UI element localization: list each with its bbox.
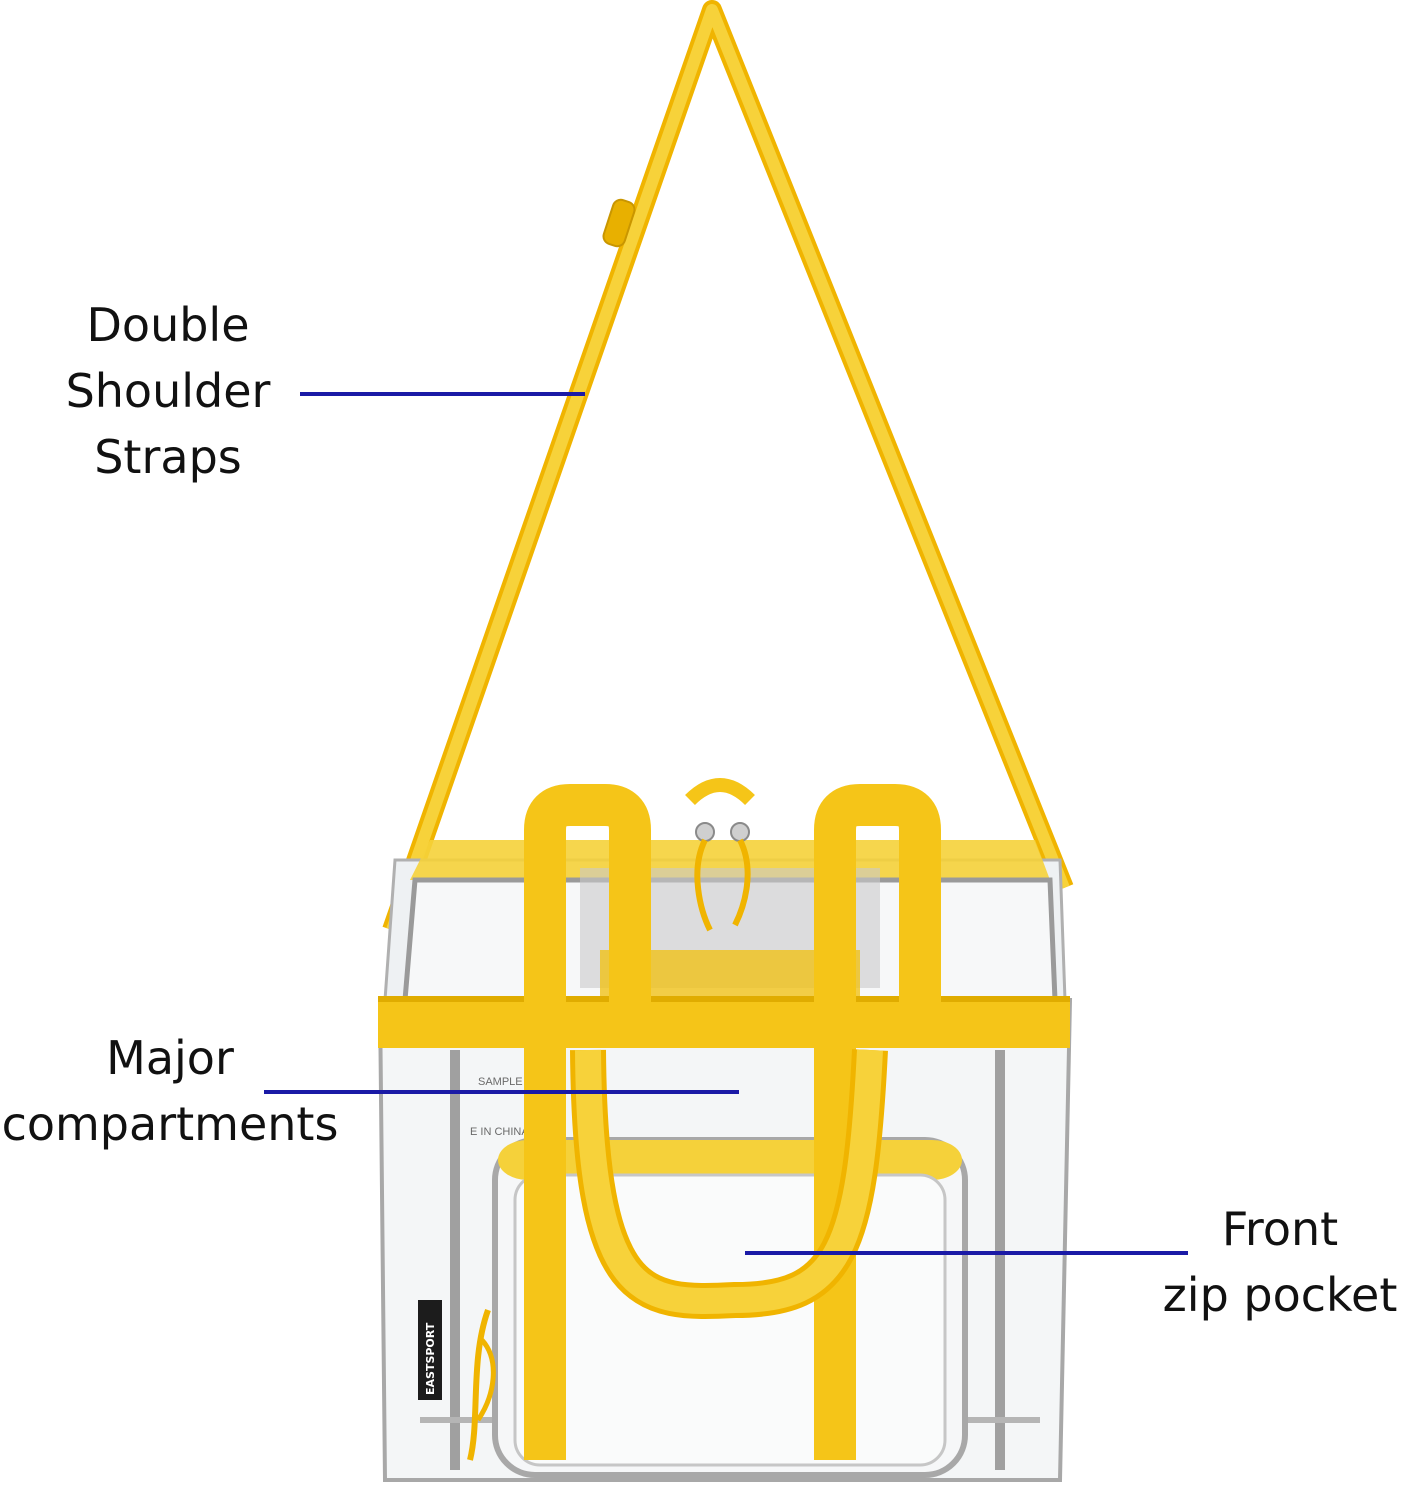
callout-front-zip-pocket: Front zip pocket: [1160, 1196, 1400, 1328]
callout-major-compartments: Major compartments: [0, 1025, 340, 1157]
callout-line: compartments: [1, 1097, 339, 1151]
straps-leader-line: [300, 392, 585, 396]
bag-body: EASTSPORT SAMPLE E IN CHINA: [377, 840, 1073, 1482]
carry-handles: [524, 778, 941, 1460]
callout-line: Major: [106, 1031, 234, 1085]
callout-line: Front: [1221, 1202, 1339, 1256]
brand-tag: EASTSPORT: [424, 1322, 437, 1395]
sample-print: SAMPLE: [478, 1076, 523, 1088]
callout-double-shoulder-straps: Double Shoulder Straps: [30, 292, 306, 490]
pocket-leader-line: [745, 1251, 1188, 1255]
callout-line: Double: [86, 298, 250, 352]
compartments-leader-line: [264, 1090, 739, 1094]
shoulder-strap: [382, 0, 1074, 934]
callout-line: Shoulder: [65, 364, 271, 418]
origin-print: E IN CHINA: [470, 1126, 529, 1138]
callout-line: zip pocket: [1162, 1268, 1398, 1322]
callout-line: Straps: [94, 430, 242, 484]
